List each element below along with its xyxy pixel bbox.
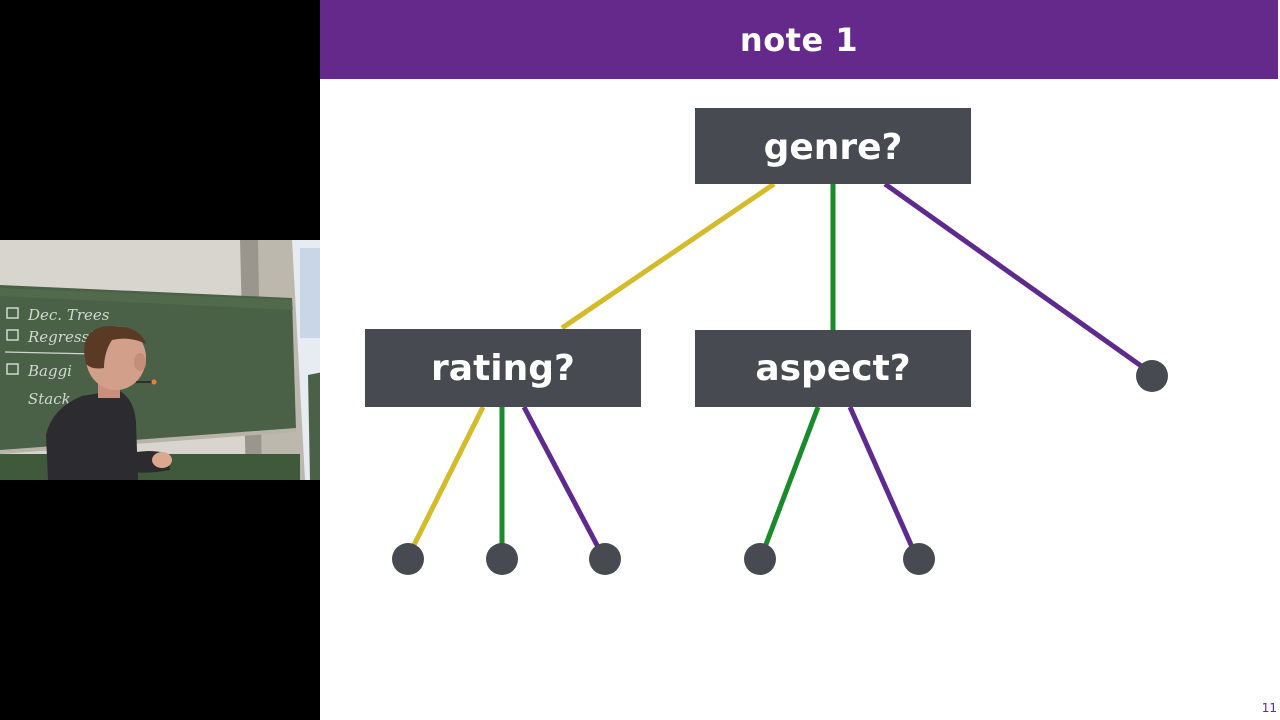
leaf-rating-purple: [589, 543, 621, 575]
leaf-genre-purple: [1136, 360, 1168, 392]
edge-genre-leaf: [883, 181, 1146, 371]
leaf-aspect-purple: [903, 543, 935, 575]
chalk-line-1: Dec. Trees: [27, 306, 110, 324]
node-genre-label: genre?: [764, 127, 903, 168]
page-number: 11: [1261, 701, 1277, 715]
slide: note 1 genre? rating?: [320, 0, 1280, 720]
lecturer: [46, 326, 172, 480]
node-rating: rating?: [365, 329, 641, 407]
edge-genre-rating: [560, 181, 776, 331]
chalkboard-writing: Dec. Trees Regressi Baggi Stack: [4, 306, 110, 408]
chalk-line-4: Stack: [28, 390, 71, 408]
webcam-image: Dec. Trees Regressi Baggi Stack: [0, 240, 333, 480]
edge-rating-leaf-3: [521, 405, 601, 549]
leaf-aspect-green: [744, 543, 776, 575]
edge-rating-leaf-1: [410, 405, 486, 549]
leaf-rating-green: [486, 543, 518, 575]
title-bar: note 1: [320, 0, 1278, 79]
node-genre: genre?: [695, 108, 971, 184]
leaf-rating-yellow: [392, 543, 424, 575]
node-aspect-label: aspect?: [755, 348, 910, 389]
slide-title: note 1: [739, 20, 859, 59]
node-rating-label: rating?: [431, 348, 575, 389]
edge-aspect-leaf-1: [762, 406, 821, 548]
chalk-line-3: Baggi: [27, 362, 72, 380]
webcam-inset: Dec. Trees Regressi Baggi Stack: [0, 240, 333, 480]
edge-aspect-leaf-2: [847, 405, 915, 549]
chalk-line-2: Regressi: [27, 328, 94, 346]
decision-tree-diagram: genre? rating? aspect?: [365, 108, 1168, 575]
node-aspect: aspect?: [695, 330, 971, 407]
